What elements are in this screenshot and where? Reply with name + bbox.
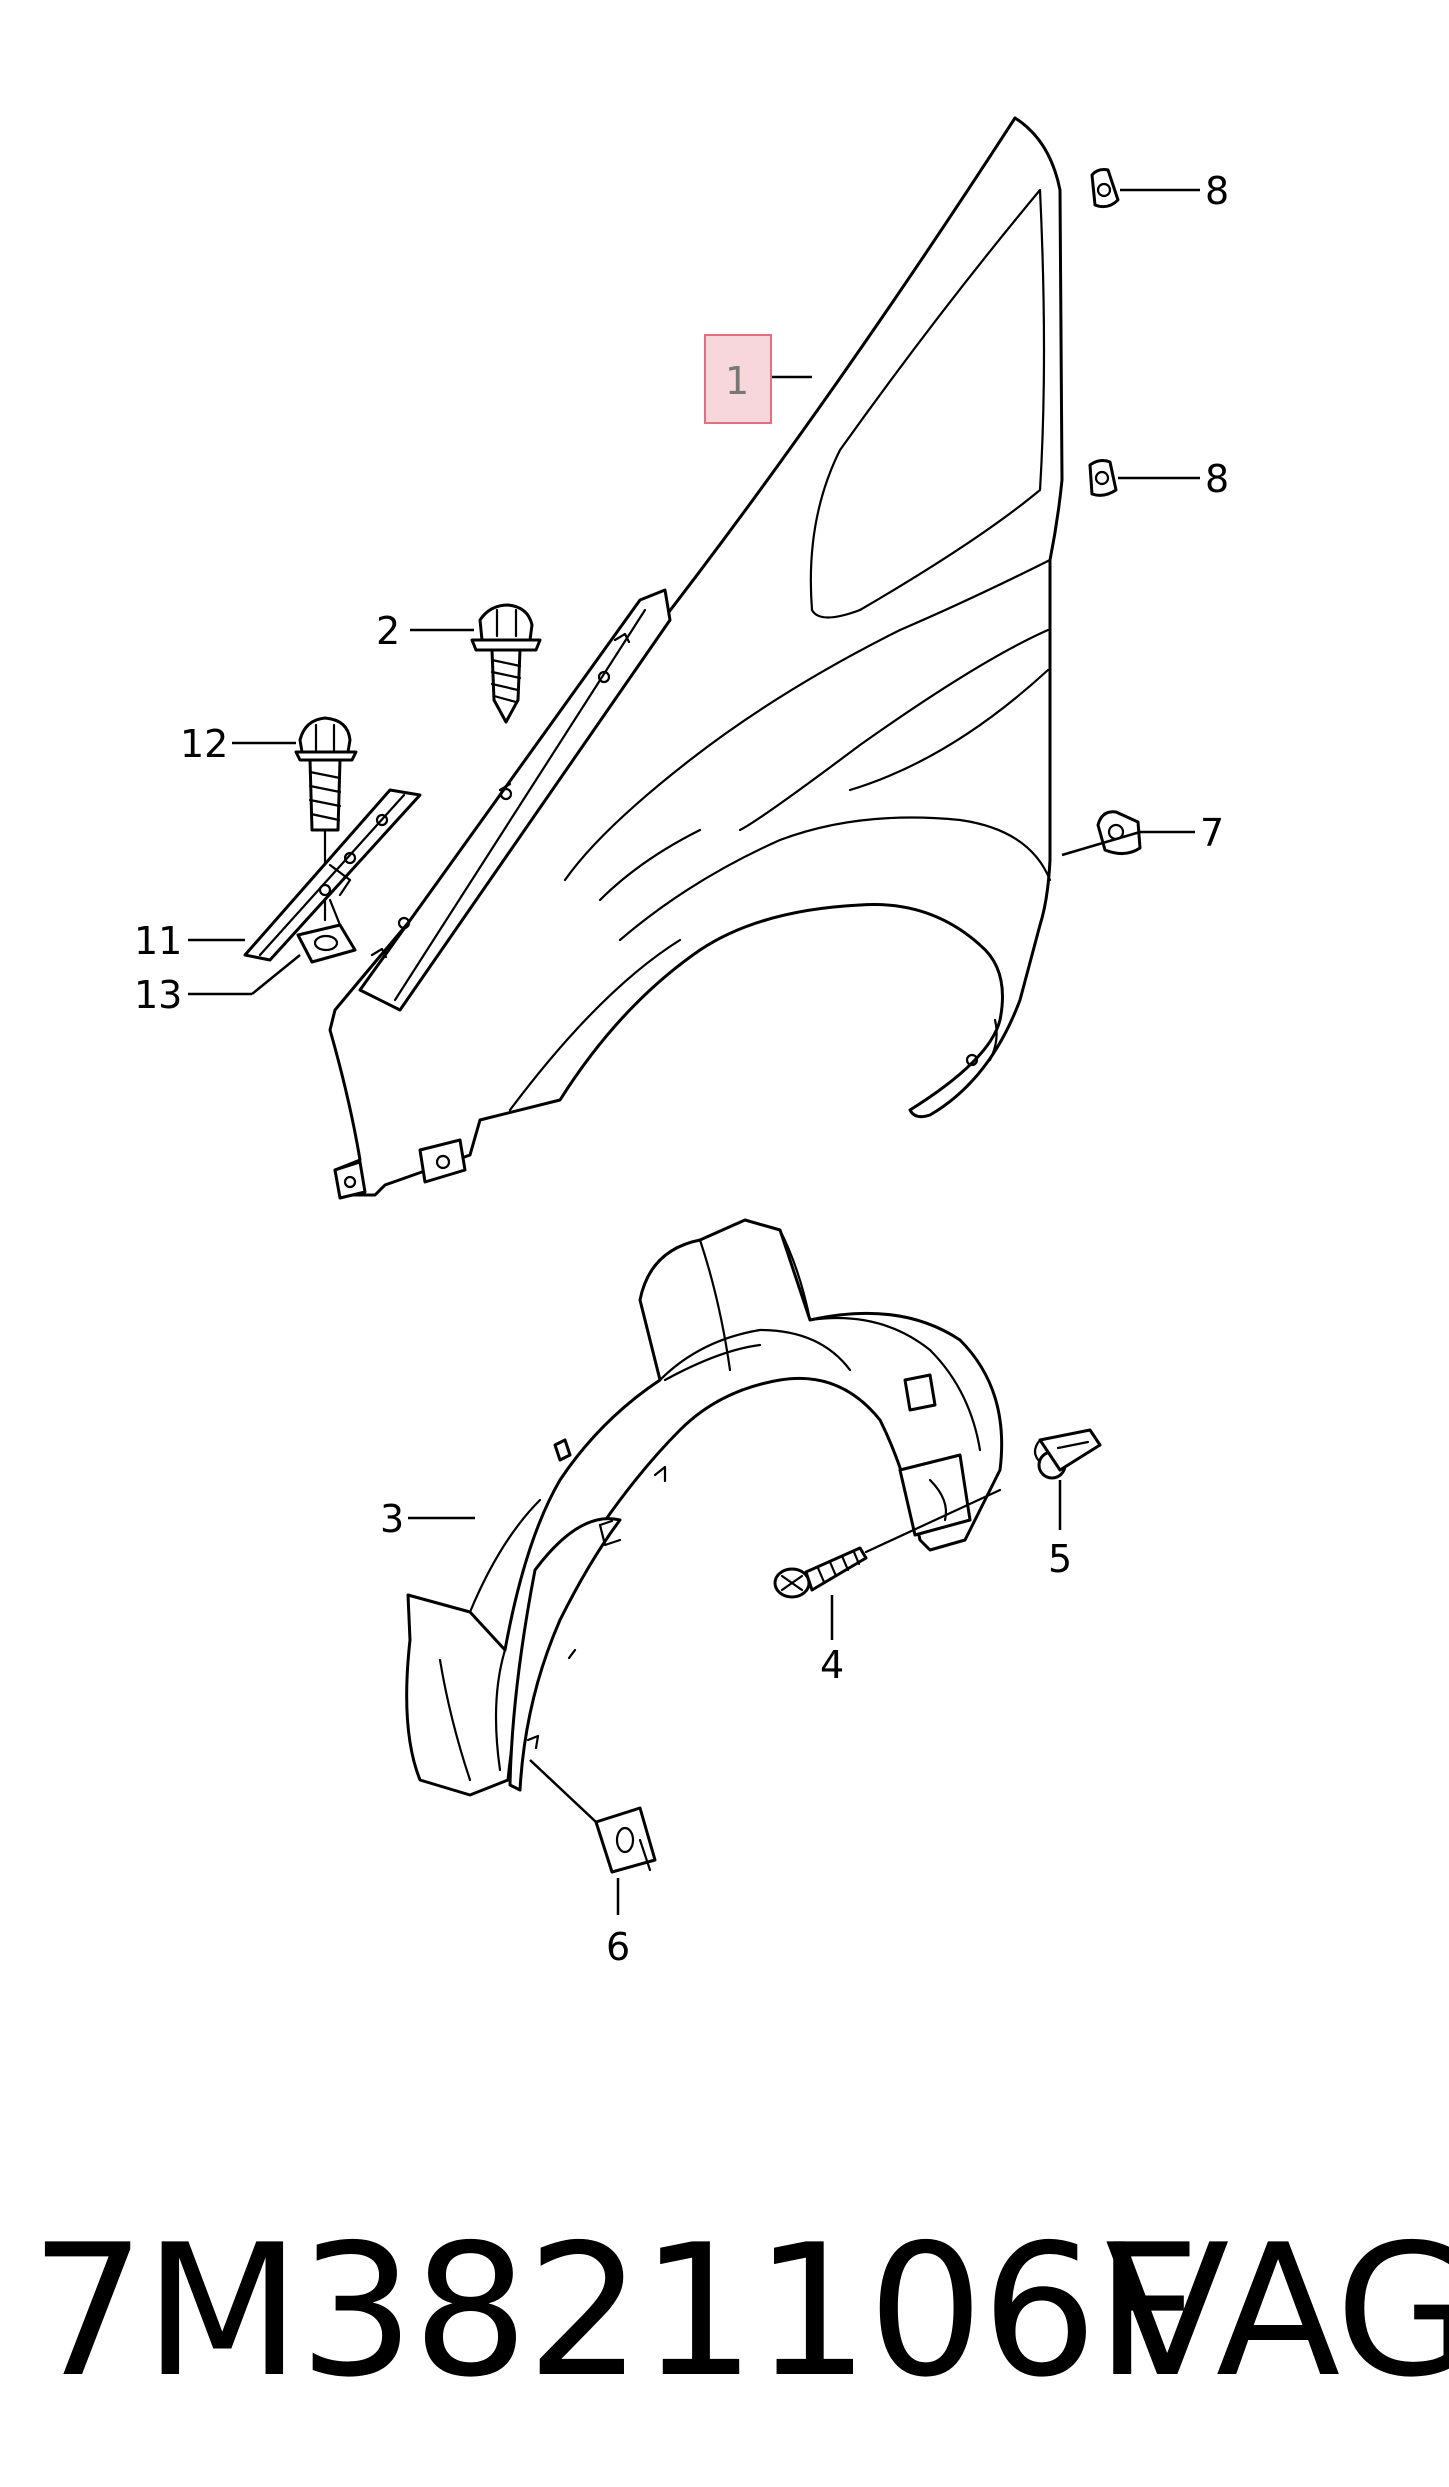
- callout-11: 11: [134, 919, 182, 963]
- screw-4: [773, 1488, 1002, 1599]
- bracket-6: [594, 1806, 657, 1874]
- callout-5: 5: [1048, 1537, 1072, 1581]
- exploded-parts-diagram: 1 2 3 4 5 6 7 8 8 11 12 13: [134, 116, 1229, 1969]
- clip-8-top: [1090, 168, 1120, 209]
- clip-7: [1096, 810, 1142, 855]
- fender-panel: [328, 116, 1064, 1200]
- clip-8-middle: [1088, 459, 1118, 497]
- callout-7: 7: [1200, 811, 1224, 855]
- callout-12: 12: [180, 722, 228, 766]
- part-1-highlight: [704, 334, 772, 424]
- wheel-arch-liner: [405, 1218, 1004, 1797]
- callout-4: 4: [820, 1643, 844, 1687]
- callout-8-middle: 8: [1205, 457, 1229, 501]
- callout-13: 13: [134, 973, 182, 1017]
- leader-lines: [188, 188, 1200, 1915]
- clip-5: [1033, 1428, 1102, 1480]
- bolt-12: [294, 716, 358, 922]
- bracket-11: [243, 788, 422, 962]
- callout-3: 3: [380, 1497, 404, 1541]
- callout-2: 2: [376, 609, 400, 653]
- callout-6: 6: [606, 1925, 630, 1969]
- part-number: 7M3821106F: [30, 2205, 1200, 2417]
- footer: 7M3821106F VAG: [0, 2160, 1449, 2460]
- callout-1: 1: [725, 359, 749, 403]
- bolt-2: [470, 603, 542, 724]
- brand-label: VAG: [1105, 2205, 1449, 2417]
- callout-8-top: 8: [1205, 169, 1229, 213]
- nut-13: [296, 898, 357, 964]
